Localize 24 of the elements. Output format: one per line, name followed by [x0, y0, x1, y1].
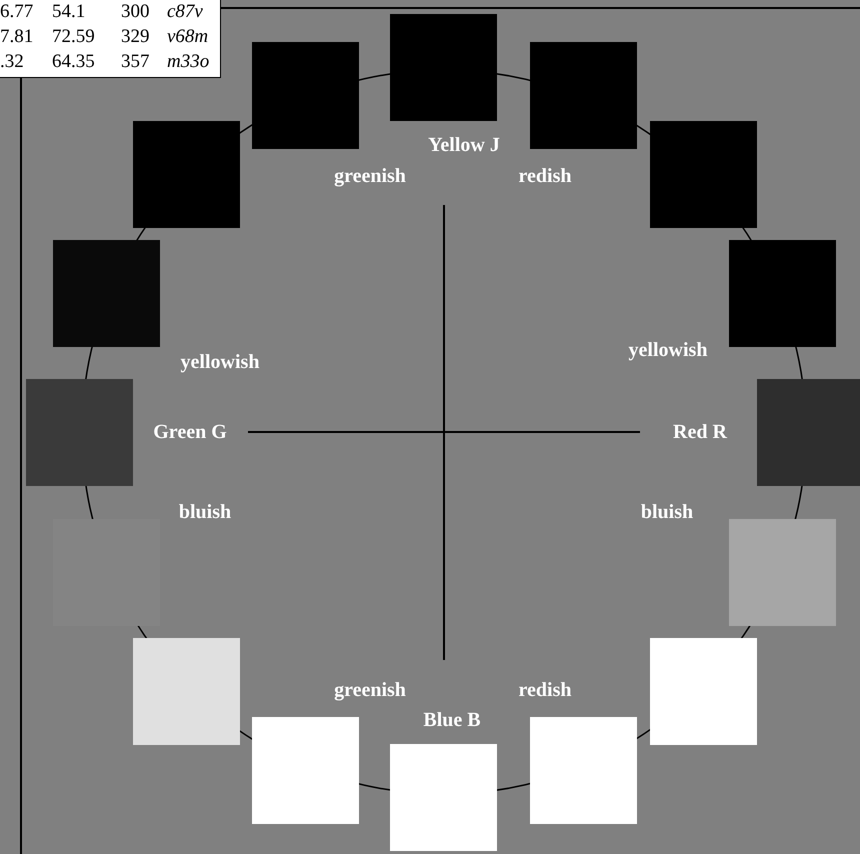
axis-label: greenish: [334, 165, 406, 187]
axis-label: bluish: [640, 501, 694, 523]
table-cell: 6.77: [0, 1, 34, 23]
axis-label: redish: [518, 165, 572, 187]
axis-label: yellowish: [628, 339, 708, 361]
table-cell: v68m: [167, 26, 208, 48]
axis-label: greenish: [334, 679, 406, 701]
axis-label: Blue B: [423, 709, 481, 731]
table-cell: 357: [121, 51, 150, 73]
table-cell: 72.59: [52, 26, 95, 48]
axis-label: yellowish: [180, 351, 260, 373]
table-cell: m33o: [167, 51, 210, 73]
axis-label: bluish: [178, 501, 232, 523]
axis-label: Yellow J: [428, 134, 500, 156]
axis-label: Red R: [673, 421, 727, 443]
axis-label: redish: [518, 679, 572, 701]
table-cell: .32: [0, 51, 24, 73]
table-cell: 7.81: [0, 26, 34, 48]
axis-label: Green G: [153, 421, 227, 443]
table-cell: 329: [121, 26, 150, 48]
table-cell: 54.1: [52, 1, 86, 23]
table-cell: 64.35: [52, 51, 95, 73]
table-cell: 300: [121, 1, 150, 23]
table-cell: c87v: [167, 1, 203, 23]
